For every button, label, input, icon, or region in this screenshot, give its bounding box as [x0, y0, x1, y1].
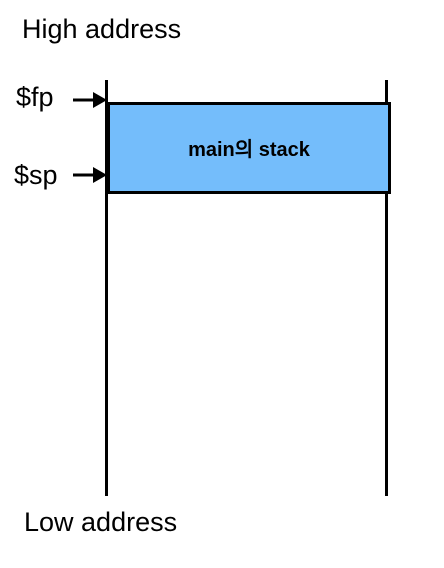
stack-pointer-label: $sp [14, 160, 58, 190]
low-address-label: Low address [24, 507, 178, 537]
high-address-label: High address [22, 14, 182, 44]
stack-left-boundary [105, 80, 108, 496]
fp-arrow-icon [73, 92, 107, 108]
main-stack-frame-label: main의 stack [188, 138, 310, 161]
sp-arrow-icon [73, 167, 107, 183]
stack-right-boundary [385, 80, 388, 496]
main-stack-frame: main의 stack [107, 102, 391, 194]
frame-pointer-label: $fp [16, 82, 54, 112]
